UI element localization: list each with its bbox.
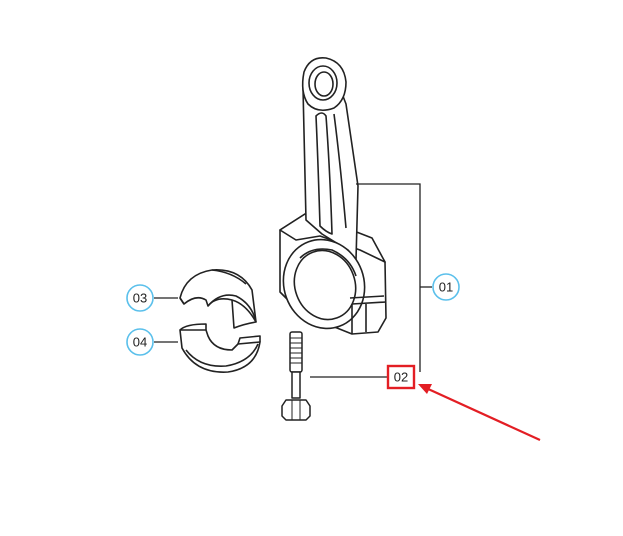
callout-02-highlight-box — [386, 364, 416, 390]
callout-02[interactable]: 02 — [386, 364, 416, 390]
bearing-shell-upper[interactable] — [179, 269, 257, 329]
callout-03[interactable]: 03 — [126, 284, 154, 312]
connecting-rod[interactable] — [271, 56, 387, 340]
rod-bolt[interactable] — [281, 331, 311, 421]
svg-text:01: 01 — [439, 280, 453, 295]
leader-line-01 — [356, 183, 421, 372]
svg-text:04: 04 — [133, 335, 147, 350]
callout-04[interactable]: 04 — [126, 328, 154, 356]
svg-text:02: 02 — [394, 370, 408, 385]
bearing-shell-lower[interactable] — [179, 323, 261, 373]
red-pointer-arrow — [418, 384, 541, 442]
svg-text:03: 03 — [133, 291, 147, 306]
callout-01[interactable]: 01 — [432, 273, 460, 301]
leader-lines — [154, 183, 432, 378]
